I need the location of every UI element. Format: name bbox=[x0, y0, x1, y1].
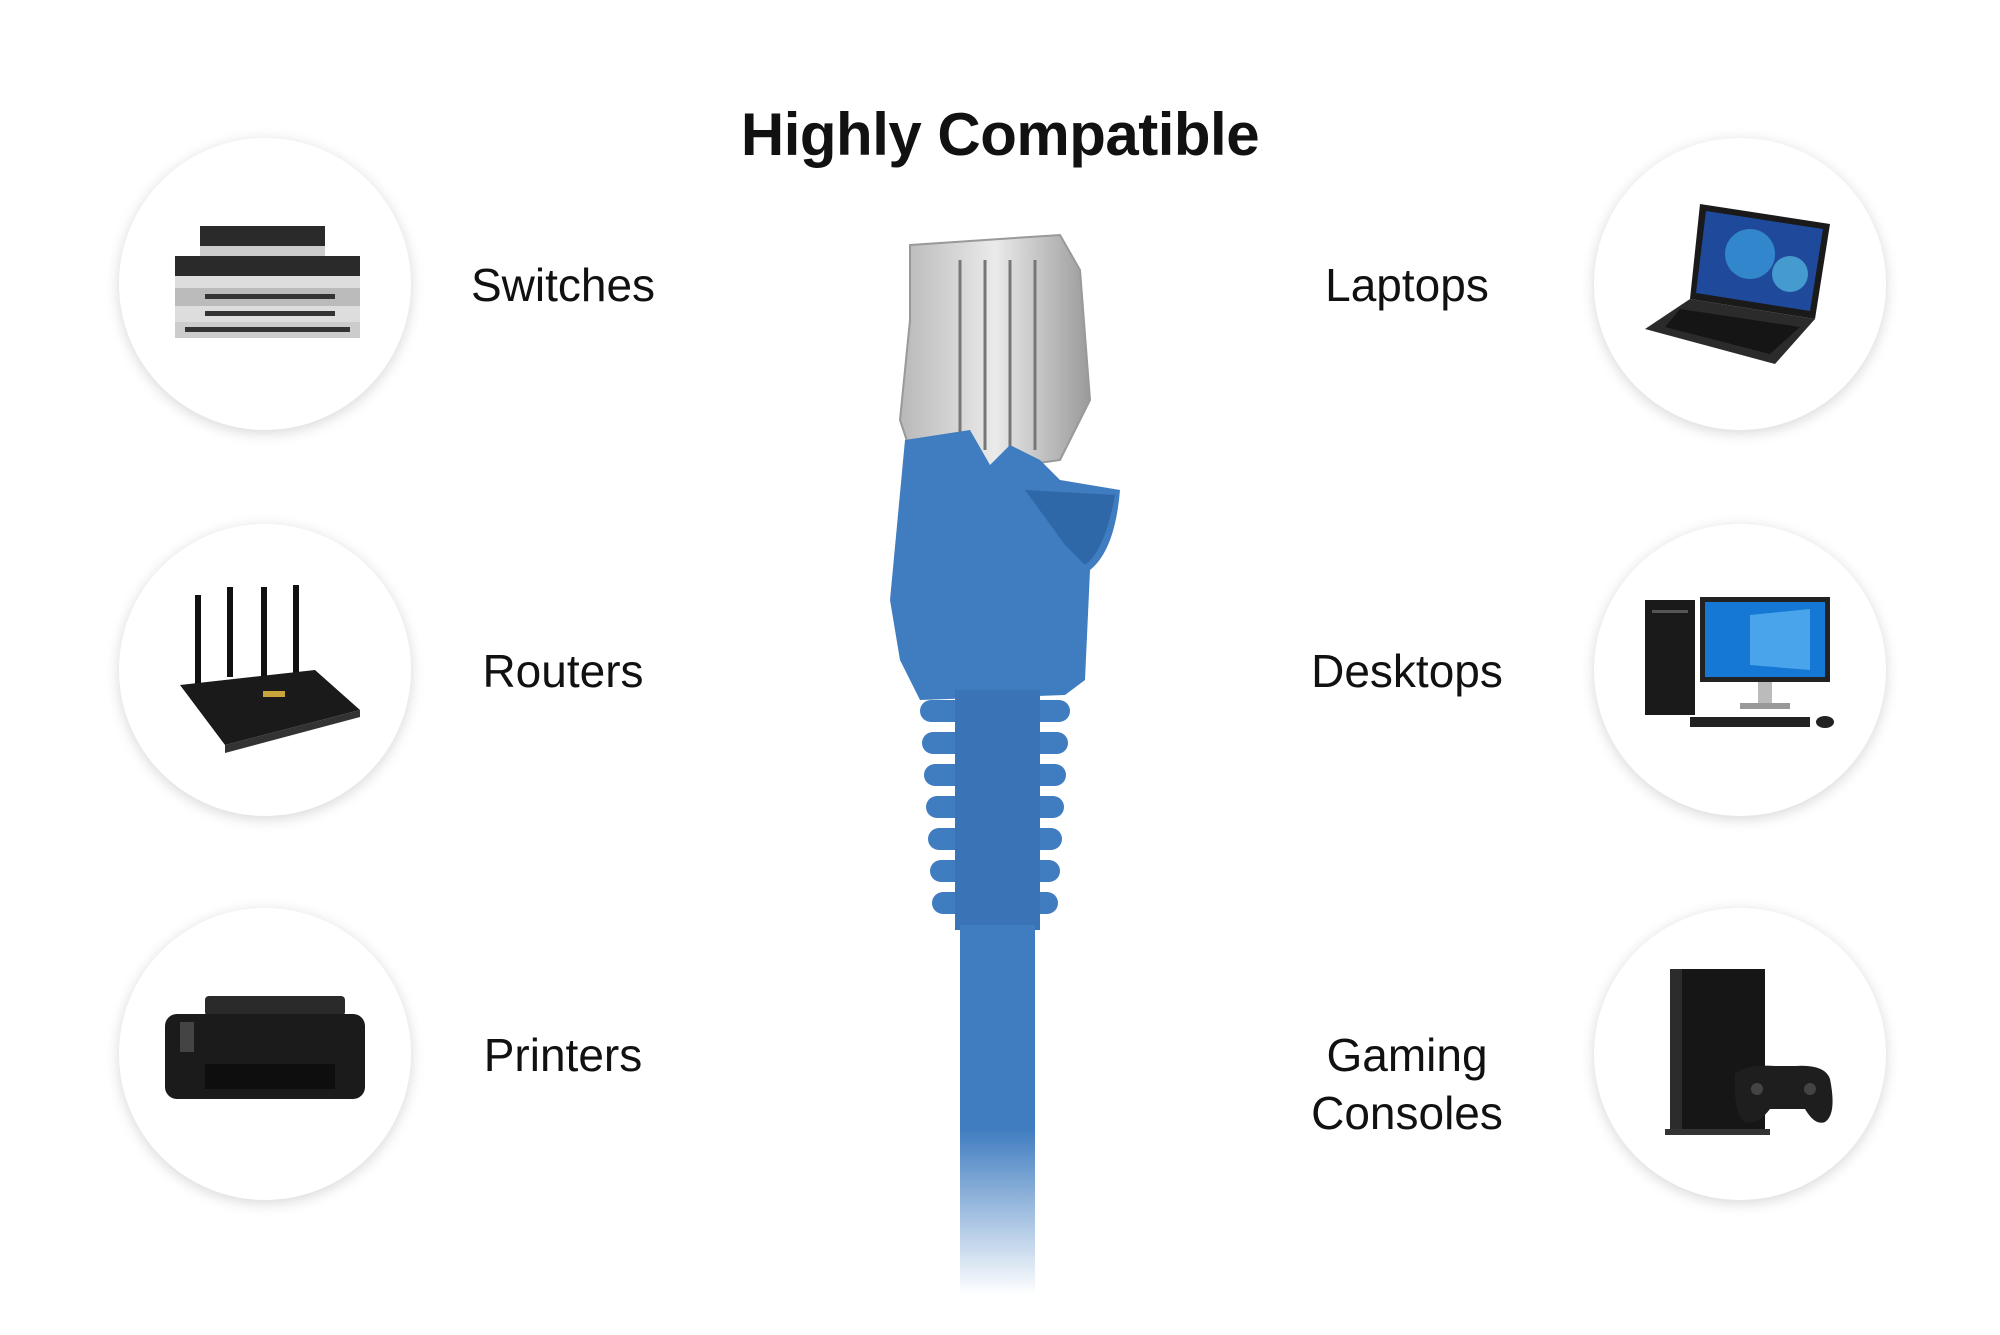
label-printers: Printers bbox=[483, 1029, 643, 1081]
label-gaming-consoles: Gaming Consoles bbox=[1311, 1029, 1503, 1139]
ethernet-cable-image bbox=[890, 233, 1120, 1295]
label-routers: Routers bbox=[482, 645, 644, 697]
switches-circle bbox=[119, 138, 411, 430]
laptop-icon bbox=[1645, 204, 1830, 364]
label-laptops: Laptops bbox=[1325, 259, 1489, 311]
cable-boot bbox=[890, 430, 1120, 700]
gaming-consoles-circle bbox=[1594, 908, 1886, 1200]
router-icon bbox=[180, 585, 360, 753]
label-desktops: Desktops bbox=[1311, 645, 1503, 697]
routers-circle bbox=[119, 524, 411, 816]
desktop-icon bbox=[1645, 597, 1834, 728]
label-switches: Switches bbox=[470, 259, 656, 311]
cable-wire bbox=[960, 925, 1035, 1295]
printer-icon bbox=[165, 996, 365, 1099]
game-console-icon bbox=[1665, 969, 1833, 1135]
network-switch-icon bbox=[175, 226, 360, 338]
printers-circle bbox=[119, 908, 411, 1200]
rj45-connector bbox=[898, 233, 1092, 482]
laptops-circle bbox=[1594, 138, 1886, 430]
strain-relief bbox=[920, 690, 1070, 930]
page-title: Highly Compatible bbox=[740, 101, 1260, 168]
desktops-circle bbox=[1594, 524, 1886, 816]
